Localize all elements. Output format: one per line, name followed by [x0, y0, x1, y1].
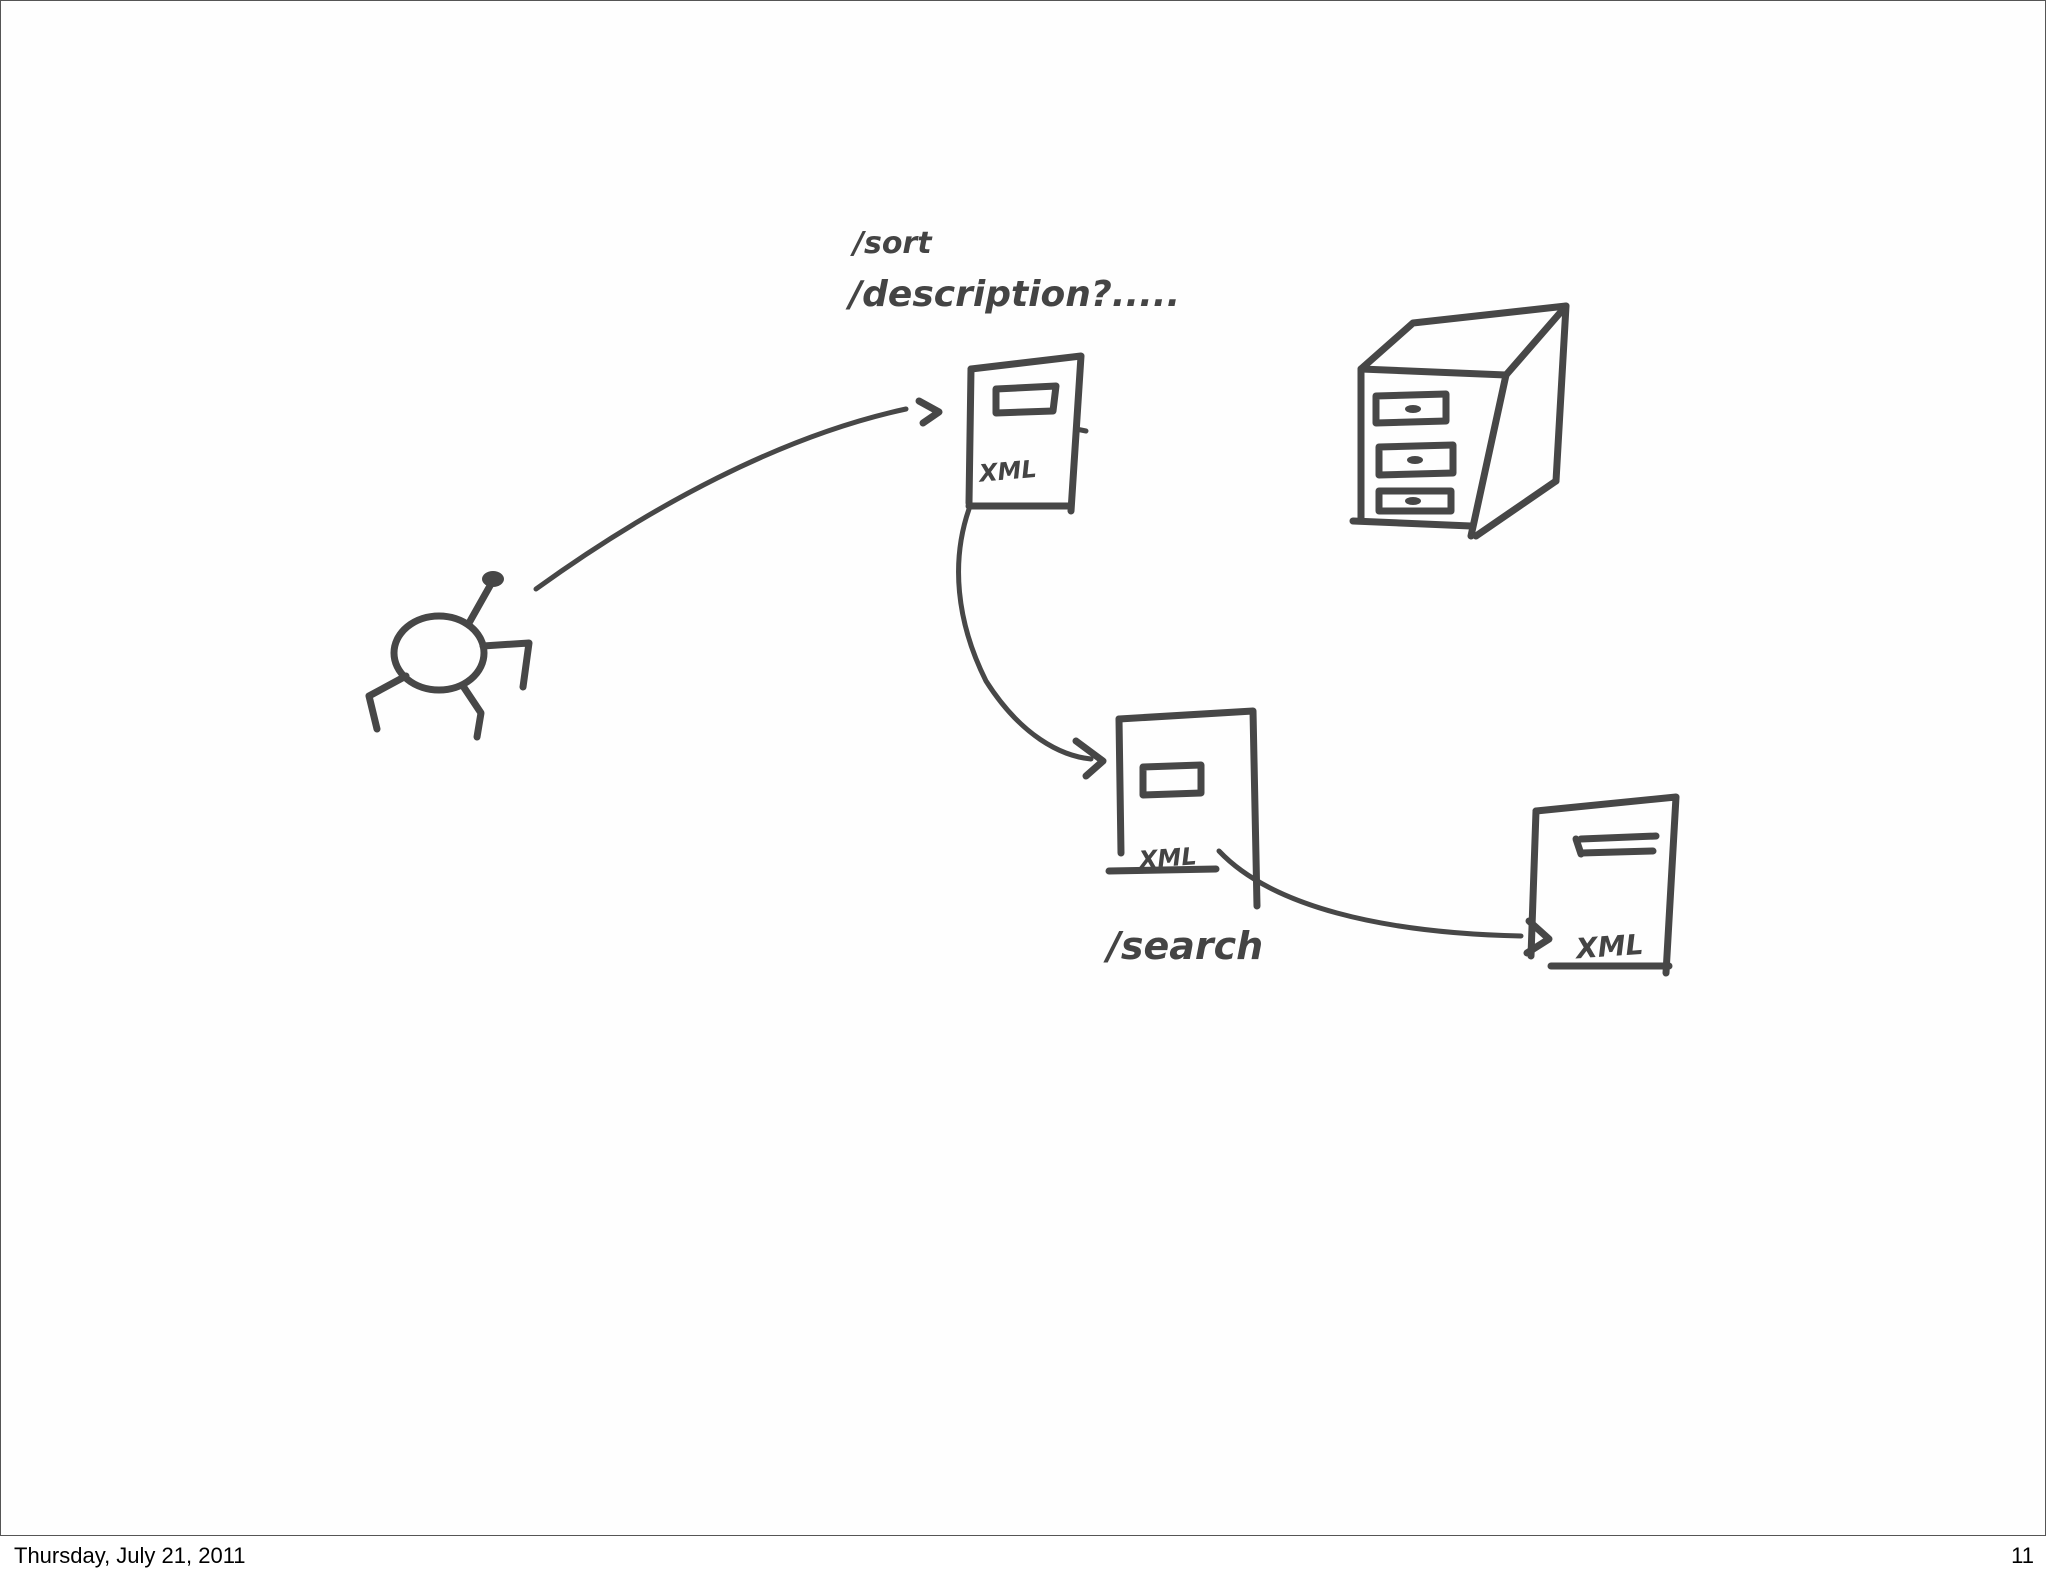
server-c-label: XML [1573, 928, 1644, 966]
filing-cabinet-icon [1349, 302, 1570, 540]
slide: /sort /description?..... XML XML /search [0, 0, 2046, 1536]
spider-icon [365, 571, 533, 741]
footer-date: Thursday, July 21, 2011 [14, 1543, 246, 1568]
arrow-server-a-to-server-b [956, 506, 1107, 780]
arrow-server-b-to-server-c [1216, 848, 1553, 957]
sketch-diagram: /sort /description?..... XML XML /search [365, 226, 1680, 977]
server-a-label: XML [976, 455, 1038, 488]
server-b-label: XML [1136, 842, 1197, 874]
server-icon-a: XML [965, 352, 1089, 515]
label-path-sort: /sort [850, 226, 933, 261]
server-icon-c: XML [1527, 793, 1680, 977]
label-path-search: /search [1103, 924, 1263, 968]
footer-page-number: 11 [2011, 1543, 2034, 1568]
server-icon-b: XML [1105, 707, 1261, 910]
label-path-description: /description?..... [845, 274, 1180, 315]
slide-footer: Thursday, July 21, 2011 11 [0, 1537, 2048, 1576]
arrow-spider-to-server-a [533, 397, 943, 592]
